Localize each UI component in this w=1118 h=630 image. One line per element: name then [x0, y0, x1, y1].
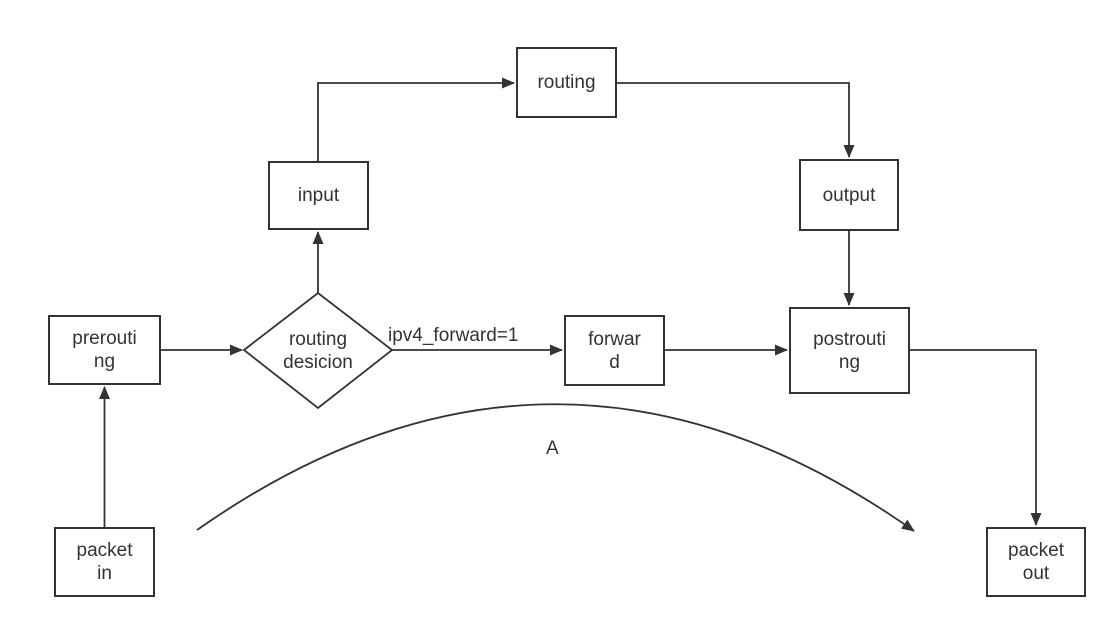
node-output-label: output: [822, 184, 876, 206]
node-routing-label: routing: [537, 72, 596, 93]
edge-condition-label: ipv4_forward=1: [388, 325, 519, 346]
node-packet-out-label-line2: out: [1022, 563, 1050, 584]
node-postrouting-label-line2: ng: [838, 351, 861, 373]
edge-input-to-routing: [317, 77, 515, 161]
node-routing-decision-label-line1: routing: [288, 328, 348, 350]
edge-routing-to-output: [617, 82, 855, 158]
arc-a-curve: [196, 403, 915, 532]
node-postrouting: postrouti ng: [789, 307, 910, 394]
node-packet-out: packet out: [986, 527, 1086, 597]
routing-decision-diamond: [242, 291, 394, 410]
node-packet-in: packet in: [54, 527, 155, 597]
node-routing-decision-label-line2: desicion: [283, 351, 353, 373]
node-postrouting-label-line1: postrouti: [813, 328, 886, 350]
node-forward-label-line1: forwar: [588, 328, 641, 350]
node-prerouting-label-line2: ng: [93, 351, 116, 372]
arc-a-label: A: [546, 438, 559, 459]
node-packet-in-label-line2: in: [97, 563, 112, 584]
node-routing-decision-label: routing desicion: [244, 293, 392, 408]
node-prerouting: prerouti ng: [48, 315, 161, 385]
node-output: output: [799, 159, 899, 231]
node-packet-out-label-line1: packet: [1008, 540, 1064, 561]
node-routing: routing: [516, 47, 617, 118]
edge-postrouting-to-packetout: [910, 349, 1042, 526]
node-packet-in-label-line1: packet: [76, 540, 133, 561]
node-input: input: [268, 161, 369, 230]
node-input-label: input: [297, 185, 340, 206]
node-prerouting-label-line1: prerouti: [72, 328, 137, 349]
node-forward: forwar d: [564, 315, 665, 386]
node-forward-label-line2: d: [609, 351, 620, 373]
